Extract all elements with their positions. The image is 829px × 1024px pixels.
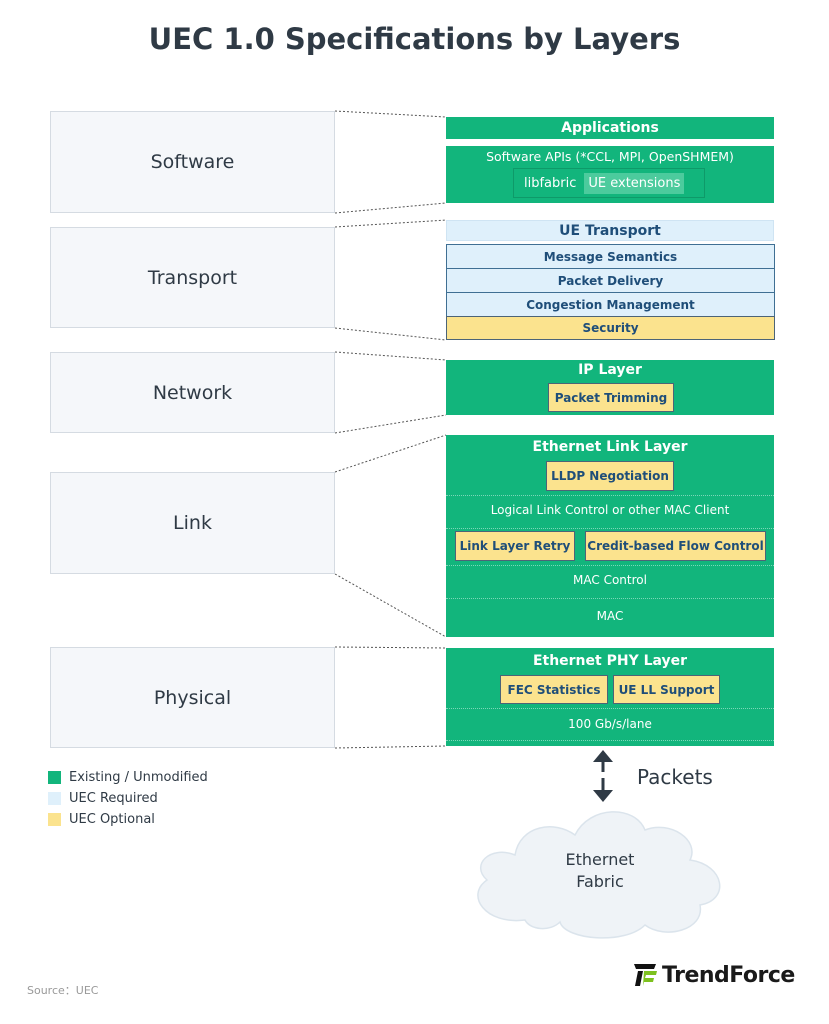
legend-label: UEC Optional: [69, 812, 155, 827]
ip-layer-header: IP Layer: [578, 362, 642, 378]
message-semantics: Message Semantics: [446, 244, 775, 269]
legend-optional: UEC Optional: [48, 812, 155, 827]
security: Security: [446, 316, 775, 340]
layer-physical: Physical: [50, 647, 335, 748]
lane-speed: 100 Gb/s/lane: [568, 717, 652, 731]
packet-trimming: Packet Trimming: [548, 383, 674, 412]
layer-network: Network: [50, 352, 335, 433]
link-layer-retry: Link Layer Retry: [455, 531, 575, 561]
layer-link: Link: [50, 472, 335, 574]
cloud-line-2: Fabric: [576, 872, 624, 891]
ethernet-fabric-label: Ethernet Fabric: [535, 849, 665, 893]
credit-based-flow-control: Credit-based Flow Control: [585, 531, 766, 561]
cloud-icon: [477, 811, 721, 939]
page-title: UEC 1.0 Specifications by Layers: [148, 22, 681, 56]
legend-label: UEC Required: [69, 791, 158, 806]
layer-transport: Transport: [50, 227, 335, 328]
ethernet-link-block: Ethernet Link Layer LLDP Negotiation Log…: [446, 435, 774, 637]
legend-swatch: [48, 792, 61, 805]
libfabric-box: libfabric UE extensions: [513, 168, 705, 198]
mac: MAC: [596, 609, 624, 623]
trendforce-wordmark: TrendForce: [662, 962, 795, 988]
software-apis-block: Software APIs (*CCL, MPI, OpenSHMEM) lib…: [446, 146, 774, 203]
legend-swatch: [48, 813, 61, 826]
legend-swatch: [48, 771, 61, 784]
phy-header: Ethernet PHY Layer: [532, 653, 688, 669]
legend-existing: Existing / Unmodified: [48, 770, 208, 785]
layer-software: Software: [50, 111, 335, 213]
packets-label: Packets: [637, 765, 713, 789]
fec-statistics: FEC Statistics: [500, 675, 608, 704]
trendforce-logo: TrendForce: [632, 962, 795, 988]
ip-layer-block: IP Layer Packet Trimming: [446, 360, 774, 415]
legend-required: UEC Required: [48, 791, 158, 806]
libfabric-label: libfabric: [524, 175, 577, 191]
applications-block: Applications: [446, 117, 774, 139]
trendforce-logo-icon: [634, 964, 657, 986]
ue-transport-header: UE Transport: [446, 220, 774, 241]
ethernet-phy-block: Ethernet PHY Layer FEC Statistics UE LL …: [446, 648, 774, 746]
congestion-management: Congestion Management: [446, 292, 775, 317]
bidirectional-arrow-icon: [593, 750, 613, 802]
logical-link-control: Logical Link Control or other MAC Client: [490, 503, 730, 517]
packet-delivery: Packet Delivery: [446, 268, 775, 293]
link-header: Ethernet Link Layer: [532, 439, 688, 455]
software-apis-label: Software APIs (*CCL, MPI, OpenSHMEM): [486, 149, 734, 164]
mac-control: MAC Control: [573, 573, 647, 587]
lldp-negotiation: LLDP Negotiation: [546, 461, 674, 491]
cloud-line-1: Ethernet: [565, 850, 635, 869]
legend-label: Existing / Unmodified: [69, 770, 208, 785]
ue-ll-support: UE LL Support: [613, 675, 720, 704]
source-note: Source：UEC: [27, 984, 99, 997]
ue-extensions-label: UE extensions: [584, 172, 685, 194]
